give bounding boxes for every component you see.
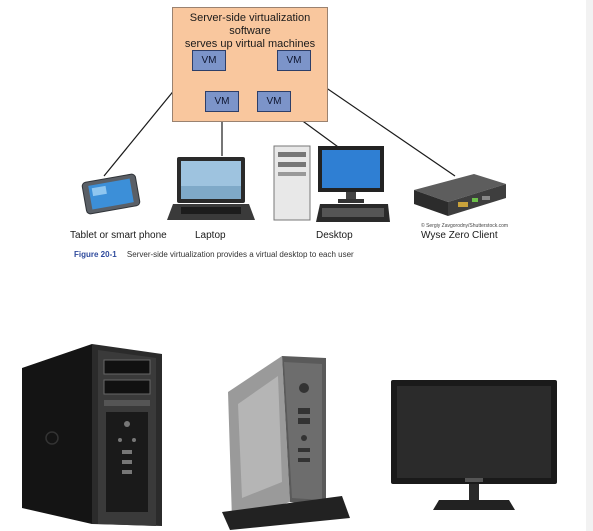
tablet-icon xyxy=(81,173,141,215)
label-zero-client: Wyse Zero Client xyxy=(421,230,498,241)
label-desktop: Desktop xyxy=(316,230,353,241)
thin-client-icon xyxy=(222,356,350,530)
figure-caption: Figure 20-1 Server-side virtualization p… xyxy=(74,250,354,259)
vm-box-2: VM xyxy=(277,50,311,71)
page-edge-strip xyxy=(586,0,593,531)
laptop-icon xyxy=(167,157,255,220)
vm-box-3: VM xyxy=(205,91,239,112)
tower-pc-icon xyxy=(22,344,162,526)
desktop-computer-icon xyxy=(273,145,390,222)
monitor-icon xyxy=(391,380,557,510)
server-title-line-2: serves up virtual machines xyxy=(184,38,316,50)
vm-box-4: VM xyxy=(257,91,291,112)
server-title: Server-side virtualization software serv… xyxy=(173,12,327,51)
photo-credit: © Sergiy Zavgorodny/Shutterstock.com xyxy=(421,223,509,229)
label-tablet: Tablet or smart phone xyxy=(70,230,167,241)
label-laptop: Laptop xyxy=(195,230,226,241)
server-title-line-1: Server-side virtualization software xyxy=(189,12,311,37)
vm-box-1: VM xyxy=(192,50,226,71)
figure-number: Figure 20-1 xyxy=(74,250,117,259)
server-box: Server-side virtualization software serv… xyxy=(172,7,328,122)
figure-caption-text: Server-side virtualization provides a vi… xyxy=(126,250,354,259)
link-zero-client xyxy=(302,71,456,177)
zero-client-icon xyxy=(414,174,506,216)
